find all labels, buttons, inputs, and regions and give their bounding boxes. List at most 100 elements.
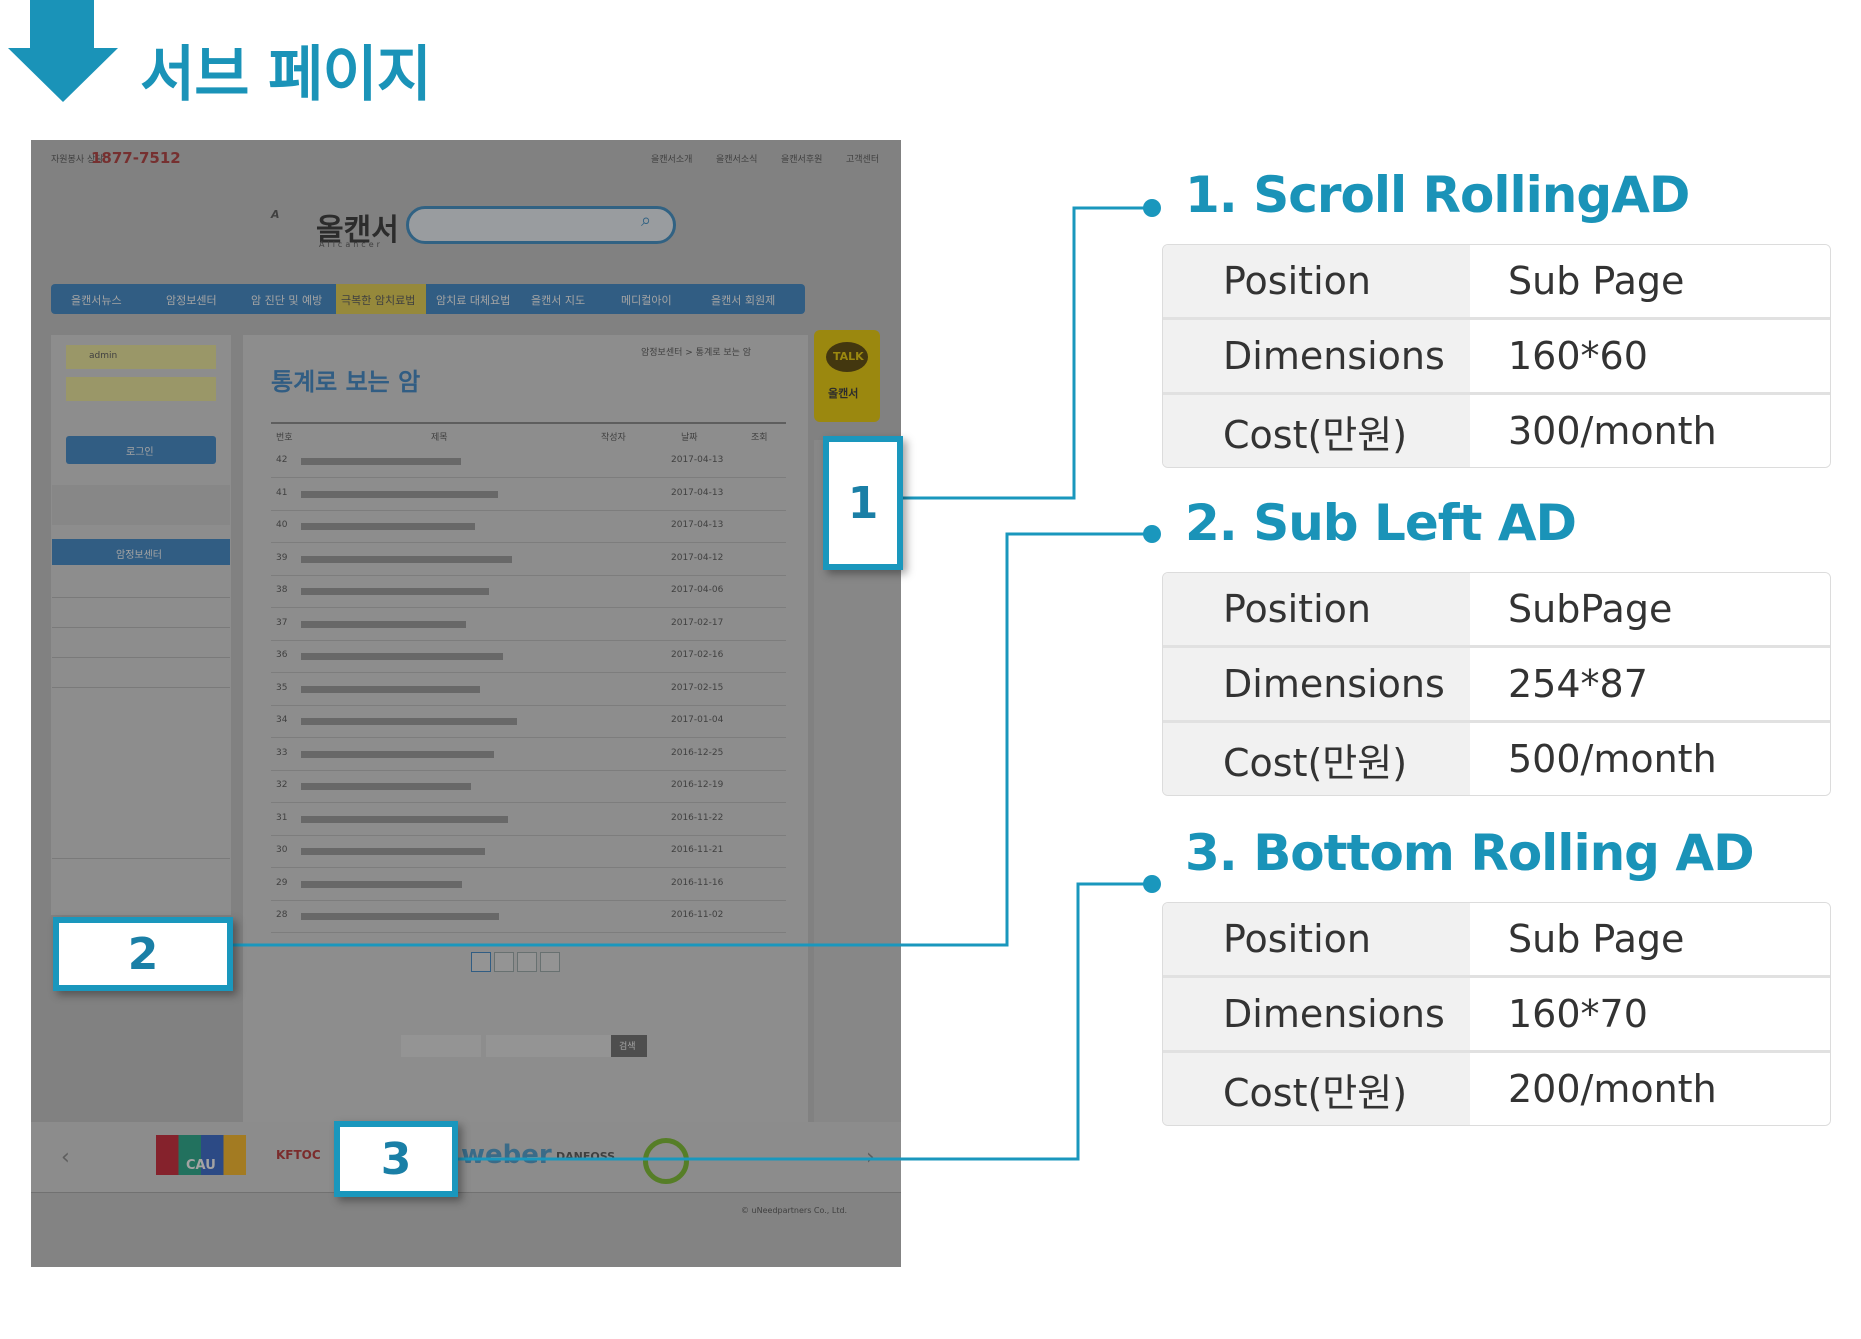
mock-board-title: 통계로 보는 암 (271, 368, 421, 396)
mock-login-label: 로그인 (126, 447, 154, 458)
mock-side-menu-head (52, 539, 230, 565)
table-row: Position Sub Page (1163, 903, 1830, 978)
spec-value: 300/month (1470, 395, 1830, 467)
spec-key: Cost(만원) (1163, 1053, 1470, 1125)
talk-sub: 올캔서 (828, 387, 859, 400)
mock-nav-item: 을캔서 지도 (531, 294, 586, 307)
ad-spec-table-3: Position Sub Page Dimensions 160*70 Cost… (1162, 902, 1831, 1126)
spec-value: 160*60 (1470, 320, 1830, 392)
mock-row-date: 2017-04-13 (671, 455, 724, 465)
spec-value: Sub Page (1470, 245, 1830, 317)
mock-sidebar (51, 335, 231, 915)
page-title: 서브 페이지 (140, 40, 432, 110)
mock-col-header: 작성자 (601, 433, 626, 443)
divider (31, 1192, 901, 1193)
dim-overlay (31, 140, 901, 1267)
divider (52, 687, 230, 688)
mock-nav-bar (51, 284, 805, 314)
divider (271, 422, 786, 424)
spec-key: Position (1163, 245, 1470, 317)
spec-key: Cost(만원) (1163, 395, 1470, 467)
mock-row-date: 2017-04-13 (671, 487, 724, 498)
table-row: Cost(만원) 200/month (1163, 1053, 1830, 1125)
search-icon: ⌕ (641, 210, 652, 231)
partner-logo-text: CAU (186, 1158, 216, 1173)
mock-side-menu-title: 암정보센터 (116, 550, 162, 561)
ad-title-sub-left: 2. Sub Left AD (1185, 494, 1577, 552)
phone-prefix: 자원봉사 상담 (51, 155, 104, 165)
mock-nav-item: 극복한 암치료법 (341, 294, 416, 307)
mock-footer (31, 1192, 901, 1267)
mock-col-header: 제목 (431, 433, 448, 443)
mock-col-header: 번호 (276, 433, 293, 443)
mock-nav-active (336, 284, 426, 314)
table-row: Dimensions 160*70 (1163, 978, 1830, 1053)
talk-label: TALK (833, 350, 864, 363)
mock-row-date: 2017-04-13 (671, 520, 724, 530)
mock-col-header: 조회 (751, 433, 768, 443)
table-row: Dimensions 160*60 (1163, 320, 1830, 395)
ad-title-bottom-rolling: 3. Bottom Rolling AD (1185, 824, 1755, 882)
spec-value: Sub Page (1470, 903, 1830, 975)
spec-value: 200/month (1470, 1053, 1830, 1125)
divider (271, 477, 786, 478)
table-row: Position Sub Page (1163, 245, 1830, 320)
divider (52, 657, 230, 658)
mock-login-button (66, 436, 216, 464)
marker-3: 3 (334, 1121, 458, 1197)
marker-1: 1 (823, 436, 903, 570)
mock-col-header: 날짜 (681, 433, 698, 443)
mock-login-pw (66, 377, 216, 401)
ad-title-scroll-rolling: 1. Scroll RollingAD (1185, 166, 1690, 224)
table-row: Cost(만원) 300/month (1163, 395, 1830, 467)
spec-value: 500/month (1470, 723, 1830, 795)
mock-search-input (406, 206, 676, 244)
divider (52, 627, 230, 628)
spec-key: Dimensions (1163, 648, 1470, 720)
top-link: 을캔서소식 (716, 155, 758, 165)
mock-join-banner (52, 485, 230, 525)
top-link: 고객센터 (846, 155, 880, 165)
mock-nav-item: 암정보센터 (166, 294, 217, 307)
spec-key: Cost(만원) (1163, 723, 1470, 795)
spec-key: Position (1163, 903, 1470, 975)
mock-login-id-text: admin (89, 351, 118, 361)
logo-name: 올캔서 (316, 213, 399, 248)
partner-logo-text: KFTOC (276, 1148, 321, 1162)
mock-row-title (301, 490, 498, 498)
mock-breadcrumb: 암정보센터 > 통계로 보는 암 (641, 348, 752, 358)
marker-2: 2 (53, 917, 233, 991)
spec-value: SubPage (1470, 573, 1830, 645)
ad-spec-table-2: Position SubPage Dimensions 254*87 Cost(… (1162, 572, 1831, 796)
table-row: Dimensions 254*87 (1163, 648, 1830, 723)
divider (52, 597, 230, 598)
mock-nav-item: 암 진단 및 예방 (251, 294, 323, 307)
spec-key: Dimensions (1163, 978, 1470, 1050)
top-link: 을캔서후원 (781, 155, 823, 165)
logo-mark-icon: A (271, 208, 280, 221)
table-row: Cost(만원) 500/month (1163, 723, 1830, 795)
mock-footer-copyright: © uNeedpartners Co., Ltd. (741, 1206, 848, 1215)
chevron-left-icon: ‹ (61, 1145, 70, 1170)
logo-sub: Allcancer (319, 240, 383, 249)
spec-value: 254*87 (1470, 648, 1830, 720)
mock-row-number: 40 (276, 520, 288, 530)
divider (52, 858, 230, 859)
spec-key: Dimensions (1163, 320, 1470, 392)
spec-key: Position (1163, 573, 1470, 645)
mock-nav-item: 을캔서뉴스 (71, 294, 122, 307)
mock-row-number: 42 (276, 455, 288, 465)
down-arrow-icon (8, 0, 118, 102)
mock-row-number: 41 (276, 487, 288, 498)
talk-bubble-icon (826, 342, 868, 372)
mock-row-title (301, 458, 461, 465)
table-row: Position SubPage (1163, 573, 1830, 648)
partner-logo (156, 1135, 246, 1175)
mock-nav-item: 을캔서 회원제 (711, 294, 776, 307)
mock-row-title (301, 523, 475, 530)
subpage-screenshot: 자원봉사 상담 1877-7512 을캔서소개 을캔서소식 을캔서후원 고객센터… (31, 140, 901, 1267)
top-link: 을캔서소개 (651, 155, 693, 165)
divider (271, 509, 786, 511)
ad-spec-table-1: Position Sub Page Dimensions 160*60 Cost… (1162, 244, 1831, 468)
spec-value: 160*70 (1470, 978, 1830, 1050)
